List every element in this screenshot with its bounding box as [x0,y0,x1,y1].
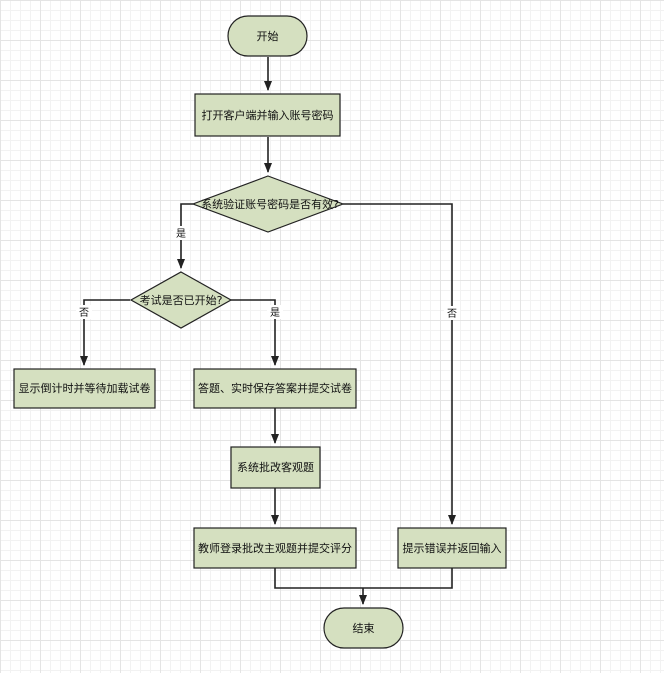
edge-labels: 是 否 否 是 [76,226,460,320]
node-error-return: 提示错误并返回输入 [397,527,507,569]
edges [80,57,456,604]
edge-validate-no [343,203,456,525]
node-validate-label: 系统验证账号密码是否有效? [201,197,339,211]
node-answer-save-submit-label: 答题、实时保存答案并提交试卷 [198,381,352,395]
edge-started-yes [231,299,279,366]
node-start: 开始 [227,15,308,57]
edge-merge-to-end [274,568,453,604]
node-show-countdown: 显示倒计时并等待加载试卷 [13,368,156,409]
node-grade-objective: 系统批改客观题 [230,446,321,489]
edge-label-started-no: 否 [79,307,89,319]
node-start-label: 开始 [257,29,279,43]
node-open-client: 打开客户端并输入账号密码 [194,93,341,137]
node-end: 结束 [323,607,404,649]
node-teacher-grade-label: 教师登录批改主观题并提交评分 [198,541,352,555]
node-exam-started-label: 考试是否已开始? [140,293,223,307]
edge-started-no [80,299,130,366]
node-answer-save-submit: 答题、实时保存答案并提交试卷 [193,368,357,409]
node-grade-objective-label: 系统批改客观题 [237,460,314,474]
edge-label-started-yes: 是 [270,307,280,319]
node-show-countdown-label: 显示倒计时并等待加载试卷 [19,381,151,395]
edge-label-validate-no: 否 [447,308,457,320]
node-open-client-label: 打开客户端并输入账号密码 [202,108,334,122]
edge-label-validate-yes: 是 [176,228,186,240]
node-exam-started: 考试是否已开始? [129,271,233,329]
node-validate: 系统验证账号密码是否有效? [191,175,345,233]
node-error-return-label: 提示错误并返回输入 [403,541,502,555]
node-end-label: 结束 [353,622,375,635]
node-teacher-grade: 教师登录批改主观题并提交评分 [193,527,357,569]
edge-validate-yes [177,203,193,269]
